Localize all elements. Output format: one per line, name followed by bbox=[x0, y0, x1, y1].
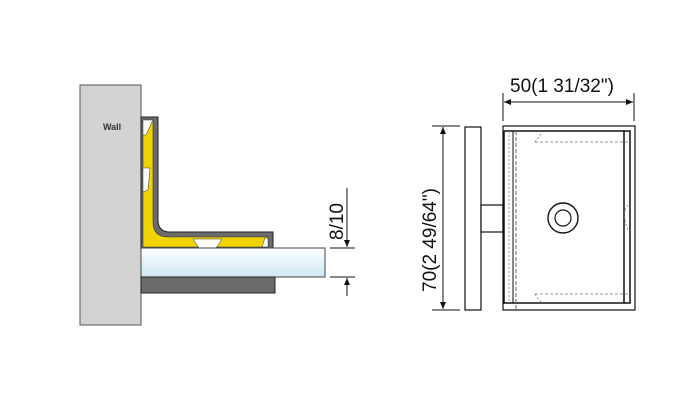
wall-label: Wall bbox=[103, 122, 121, 132]
gasket-cutout-top bbox=[142, 119, 154, 136]
bottom-plate bbox=[140, 276, 276, 294]
wall bbox=[79, 84, 142, 326]
stem bbox=[480, 204, 504, 233]
front-view: 50(1 31/32") 70(2 49/64") bbox=[420, 76, 636, 311]
screw-hole-inner bbox=[554, 209, 572, 227]
side-view: Wall 8/10 bbox=[79, 84, 355, 326]
bracket-body bbox=[140, 116, 274, 249]
gasket-cutout-mid bbox=[142, 167, 151, 193]
gasket-cutout-corner bbox=[261, 237, 269, 248]
wall-plate bbox=[464, 126, 482, 311]
glass-panel bbox=[140, 247, 326, 278]
height-label: 70(2 49/64") bbox=[420, 188, 441, 292]
clamp-inner bbox=[503, 130, 631, 304]
height-dimension: 70(2 49/64") bbox=[420, 125, 460, 311]
rubber-gasket bbox=[142, 119, 269, 248]
glass-thickness-label: 8/10 bbox=[327, 203, 348, 240]
width-dimension: 50(1 31/32") bbox=[502, 76, 635, 121]
glass-thickness-dimension: 8/10 bbox=[327, 188, 355, 296]
width-label: 50(1 31/32") bbox=[510, 76, 614, 97]
